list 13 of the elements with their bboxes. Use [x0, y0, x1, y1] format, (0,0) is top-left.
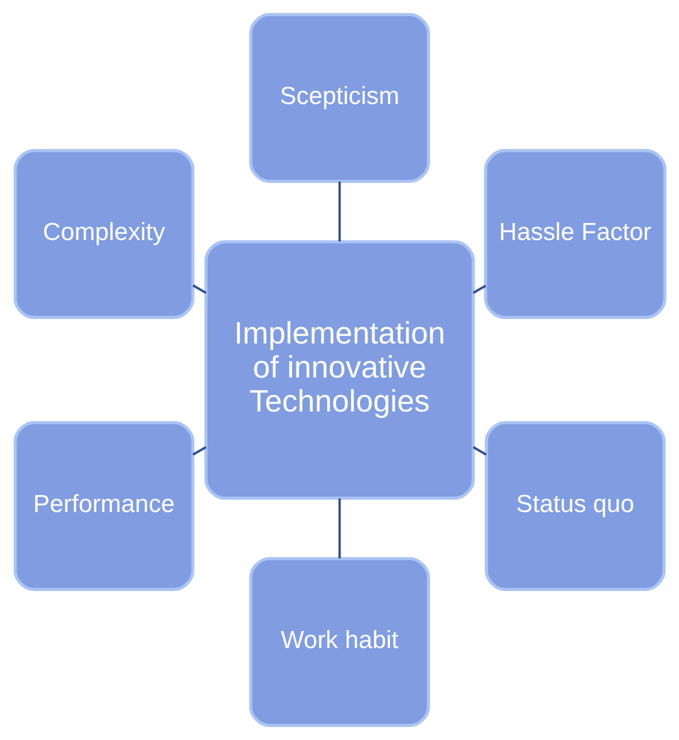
- connector: [472, 284, 486, 294]
- connector: [192, 446, 206, 456]
- node-box: Scepticism: [248, 12, 430, 183]
- node-box: Hassle Factor: [484, 149, 666, 319]
- node-box: Performance: [13, 421, 194, 591]
- connector: [338, 182, 340, 242]
- node-box: Work habit: [248, 557, 430, 728]
- node-box: Status quo: [484, 421, 666, 591]
- connector: [192, 284, 206, 294]
- node-box: Implementation of innovative Technologies: [204, 240, 474, 500]
- connector: [472, 446, 486, 456]
- connector: [338, 498, 340, 558]
- node-box: Complexity: [13, 149, 194, 319]
